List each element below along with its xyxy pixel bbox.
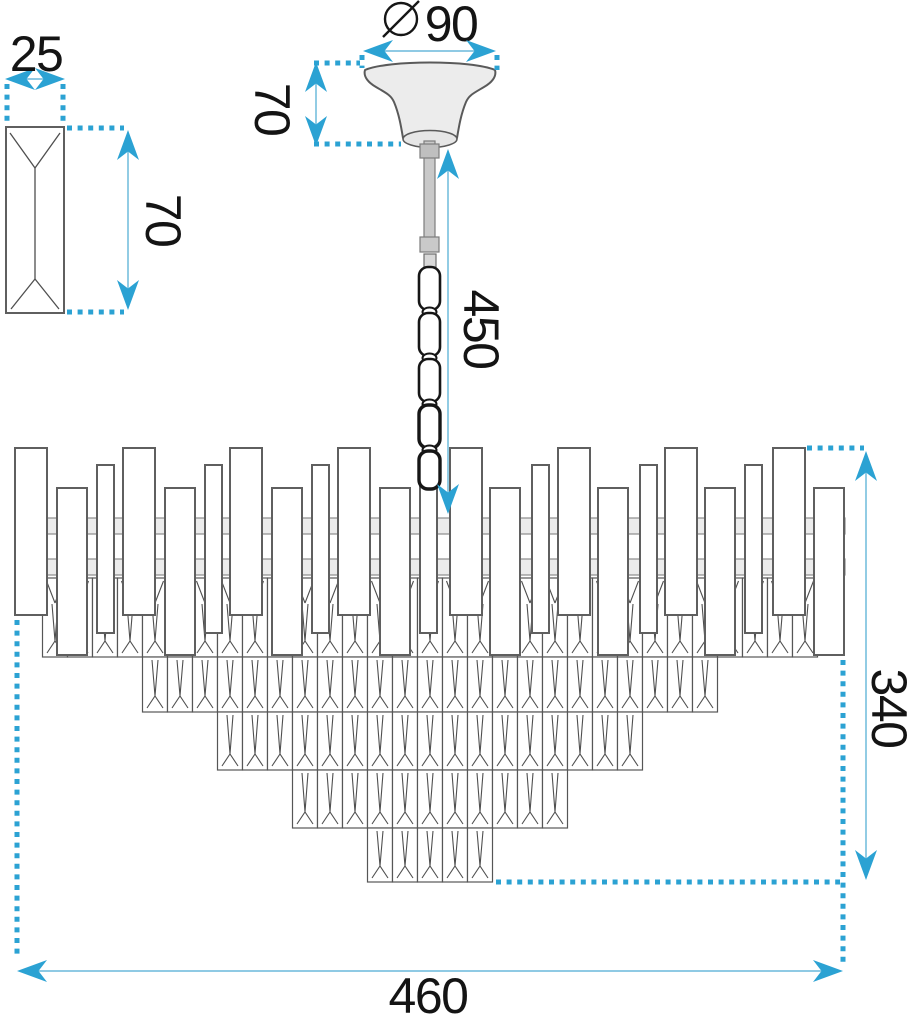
crystal-width-dimension: 25 — [4, 26, 66, 125]
connector-link — [423, 253, 437, 268]
crystal-height-dimension: 70 — [67, 125, 191, 315]
body-width-dimension: 460 — [14, 620, 843, 1020]
rod-connector — [419, 236, 440, 253]
body-height-label: 340 — [861, 669, 912, 748]
body-width-label: 460 — [389, 968, 468, 1020]
diameter-icon — [382, 0, 420, 38]
suspension-chain-drawing: 450 — [417, 140, 509, 514]
arrow-down-icon — [855, 850, 877, 880]
chandelier-body-drawing — [14, 447, 846, 883]
arrow-down-icon — [117, 280, 139, 310]
arrow-down-icon — [305, 116, 327, 146]
arrow-up-icon — [117, 130, 139, 160]
arrow-left-icon — [363, 40, 393, 62]
body-height-dimension: 340 — [496, 445, 912, 962]
canopy-height-label: 70 — [244, 83, 300, 136]
crystal-bars-tier — [14, 447, 845, 656]
canopy-drawing: 90 70 — [244, 0, 500, 149]
drop-length-dimension: 450 — [437, 149, 509, 514]
drop-length-label: 450 — [453, 290, 509, 369]
crystal-detail-drawing: 25 70 — [4, 26, 191, 315]
arrow-left-icon — [5, 68, 35, 90]
arrow-right-icon — [466, 40, 496, 62]
canopy-diameter-dimension: 90 — [359, 0, 500, 70]
rod-top-nut — [419, 143, 440, 159]
arrow-up-icon — [437, 149, 459, 179]
arrow-right-icon — [35, 68, 65, 90]
arrow-up-icon — [305, 62, 327, 92]
crystal-width-label: 25 — [10, 26, 63, 82]
arrow-left-icon — [17, 960, 47, 982]
crystal-bottom-facet — [10, 277, 60, 310]
crystal-pyramid-tiers — [141, 656, 719, 883]
arrow-up-icon — [855, 451, 877, 481]
arrow-down-icon — [437, 484, 459, 514]
chain-links — [417, 265, 442, 491]
canopy-height-dimension: 70 — [244, 60, 401, 147]
crystal-height-label: 70 — [135, 194, 191, 247]
arrow-right-icon — [813, 960, 843, 982]
